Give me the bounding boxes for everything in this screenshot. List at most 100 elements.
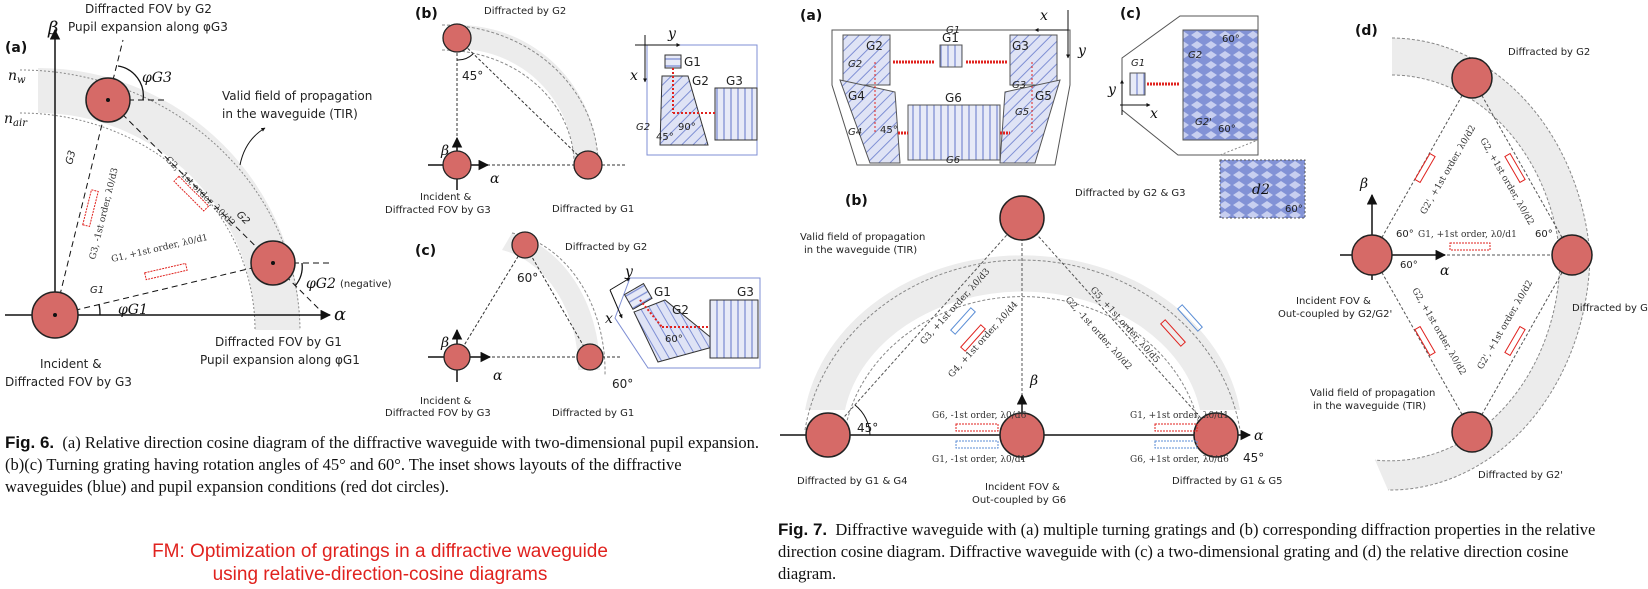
vec-g2: G2: [1188, 50, 1202, 61]
inset-y-label: y: [667, 26, 677, 42]
fig7b-left-label: Diffracted by G1 & G4: [797, 476, 908, 487]
fig6a-panel-label: (a): [5, 40, 27, 56]
angle-top: 60°: [1222, 34, 1240, 45]
fig7c-d2-label: d2: [1252, 182, 1270, 198]
fig7a-x-label: x: [1040, 8, 1048, 24]
grating-g2: [842, 34, 891, 86]
red-arrow: [1504, 325, 1526, 357]
red-arrow: [1504, 152, 1526, 184]
phi-g2-note: (negative): [340, 279, 392, 290]
fig7-caption-label: Fig. 7.: [778, 520, 828, 539]
fig7b-angle-right: 45°: [1243, 451, 1264, 465]
leader-line: [239, 127, 266, 166]
beta-label: β: [1359, 176, 1368, 192]
dashed-line: [524, 244, 591, 358]
g6-plus-label: G6, +1st order, λ0/d6: [1130, 455, 1229, 465]
fig7d-bottom-label: Diffracted by G2': [1478, 470, 1563, 481]
phi-g1-arc: [98, 303, 101, 316]
fig7c-detail-angle: 60°: [1285, 204, 1303, 215]
g6-label: G6: [945, 91, 962, 105]
fig7d-top-label: Diffracted by G2: [1508, 47, 1590, 58]
inset-g3-label: G3: [726, 74, 743, 88]
vec-g1: G1: [1131, 58, 1145, 69]
inset-g1-label: G1: [654, 285, 671, 299]
tir-label-1: Valid field of propagation: [222, 89, 372, 103]
dashed-line: [456, 37, 589, 166]
fig6a-diagram: (a) β α nw nair Diffracted FOV by G2 Pup…: [4, 2, 392, 389]
fig6b-top-label: Diffracted by G2: [484, 6, 566, 17]
vec-g4: G4: [848, 127, 862, 138]
fov-circle-g2-g3: [999, 195, 1045, 241]
fig6-caption-label: Fig. 6.: [5, 433, 55, 452]
fig7b-angle-left: 45°: [857, 421, 878, 435]
phi-g3-arc: [117, 65, 144, 101]
g6-minus-label: G6, -1st order, λ0/d6: [932, 411, 1027, 421]
fm-title: FM: Optimization of gratings in a diffra…: [120, 540, 640, 586]
inset-g2-label: G2: [692, 74, 709, 88]
fig7c-panel-label: (c): [1120, 6, 1141, 22]
g5-label: G5: [1035, 89, 1052, 103]
grating-g1: [939, 44, 963, 68]
red-arrow-g2: [173, 175, 210, 212]
alpha-label: α: [1254, 428, 1264, 444]
phi-g2-label: φG2: [306, 276, 336, 292]
fov-circle-g2: [1451, 57, 1493, 99]
inset-y-label: y: [624, 264, 634, 280]
fov-circle-g2: [511, 231, 539, 259]
fig6c-diagram: (c) 60° 60° β α Diffracted by G2 Inciden…: [385, 231, 761, 419]
g2-label: G2: [866, 39, 883, 53]
fig7d-diagram: (d) β α 60° 60° 60° G1, +1st order, λ0/d…: [1278, 23, 1648, 491]
inset-x-axis: [609, 289, 623, 319]
red-arrow-g2: [1160, 319, 1186, 347]
g1-order-label: G1, +1st order, λ0/d1: [1418, 230, 1517, 240]
angle-arc: [456, 53, 474, 61]
center-dot: [106, 98, 110, 102]
fm-line-2: using relative-direction-cosine diagrams: [212, 564, 548, 585]
tir-band: [38, 68, 300, 330]
fig6a-top-label-1: Diffracted FOV by G2: [85, 2, 212, 16]
inset-x-label: x: [630, 68, 638, 84]
blue-arrow-g5: [1177, 304, 1203, 332]
g1-label: G1: [942, 31, 959, 45]
g2-down-label: G2, +1st order, λ0/d2: [1409, 287, 1467, 378]
vec-g1: G1: [946, 25, 960, 36]
dashed-line: [1471, 77, 1573, 256]
inset-g1: [664, 54, 682, 69]
angle-right: 60°: [1535, 229, 1553, 240]
phi-g1-label: φG1: [118, 302, 148, 318]
tir-band: [805, 255, 1240, 410]
alpha-label: α: [1440, 263, 1450, 279]
fig7b-center-label-1: Incident FOV &: [985, 482, 1060, 493]
fig7-caption-text: Diffractive waveguide with (a) multiple …: [778, 520, 1596, 583]
fig7-caption: Fig. 7. Diffractive waveguide with (a) m…: [778, 519, 1608, 585]
fig6b-origin-label-2: Diffracted FOV by G3: [385, 205, 491, 216]
alpha-label: α: [490, 171, 500, 187]
inset-vec-g2: G2: [636, 122, 650, 133]
fov-circle-g2: [442, 23, 472, 53]
tir-outer-arc: [441, 24, 599, 171]
inset-y-axis: [609, 277, 631, 291]
fov-circle-g1: [576, 343, 604, 371]
g2p-up-label: G2', +1st order, λ0/d2: [1419, 124, 1478, 217]
fig7d-origin-label-1: Incident FOV &: [1296, 296, 1371, 307]
tir-label-2: in the waveguide (TIR): [1313, 401, 1426, 412]
tir-inner-arc: [844, 296, 1201, 431]
fov-circle-origin: [442, 150, 472, 180]
grating-g5: [999, 79, 1061, 164]
center-dot: [271, 261, 275, 265]
inset-x-label: x: [605, 311, 613, 327]
inset-angle-45: 45°: [656, 132, 674, 143]
fig7d-origin-label-2: Out-coupled by G2/G2': [1278, 309, 1392, 320]
red-arrow: [1414, 152, 1436, 184]
fov-circle-g1-g5: [1193, 412, 1239, 458]
fig7c-layout: (c) x y G1 G2 G2' 60° 60° d2 60°: [1107, 6, 1306, 219]
vec-g3: G3: [1012, 80, 1026, 91]
inset-g3: [714, 87, 758, 141]
fig6c-panel-label: (c): [415, 243, 436, 259]
inset-angle-90: 90°: [678, 122, 696, 133]
angle-bottom: 60°: [1218, 124, 1236, 135]
blue-arrow-g1: [955, 440, 999, 449]
fig7b-diagram: (b) 45° 45° β α Diffracted by G2 & G3 Va…: [780, 188, 1283, 506]
fig6b-diagram: (b) 45° β α Diffracted by G2 Incident & …: [385, 6, 758, 216]
